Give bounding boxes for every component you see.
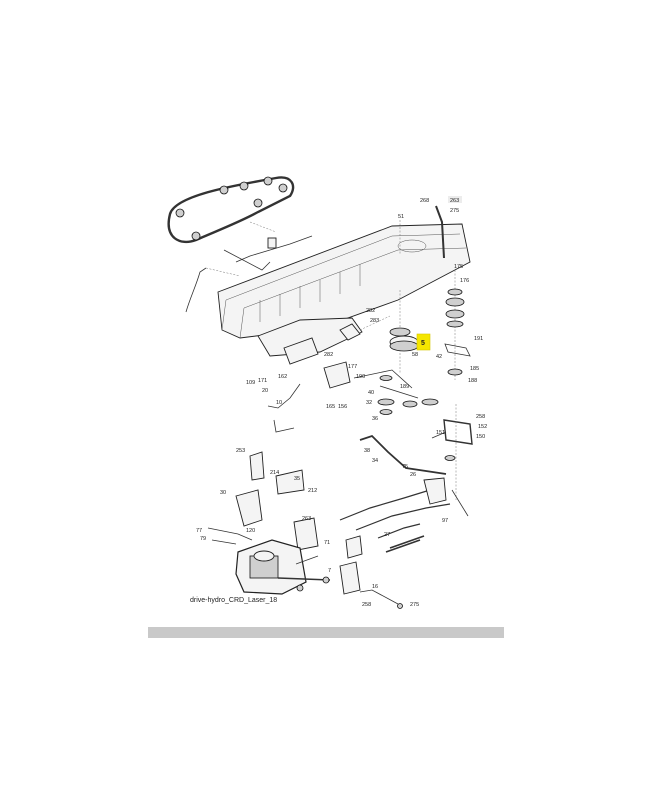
- shift-lever: [399, 205, 445, 259]
- hydro-transaxle: [235, 539, 331, 595]
- callout: 34: [372, 458, 378, 464]
- callout: 75: [402, 464, 408, 470]
- mower-frame: [217, 223, 471, 357]
- callout: 120: [246, 528, 255, 534]
- callout: 275: [410, 602, 419, 608]
- callout: 40: [368, 390, 374, 396]
- callout: 191: [474, 336, 483, 342]
- callout: 177: [348, 364, 357, 370]
- highlight-label: 5: [421, 340, 425, 347]
- callout: 258: [362, 602, 371, 608]
- drive-belt: [167, 176, 295, 244]
- middle-assembly: [267, 315, 419, 433]
- callout: 283: [370, 318, 379, 324]
- callout: 176: [460, 278, 469, 284]
- callout: 175: [454, 264, 463, 270]
- callout: 188: [468, 378, 477, 384]
- callout: 275: [450, 208, 459, 214]
- callout: 258: [476, 414, 485, 420]
- center-pulley-stack: [377, 290, 439, 415]
- callout: 150: [476, 434, 485, 440]
- callout: 7: [328, 568, 331, 574]
- callout: 214: [270, 470, 279, 476]
- pivot-arm-right: [431, 404, 473, 500]
- callout: 20: [262, 388, 268, 394]
- callout: 51: [398, 214, 404, 220]
- callout: 190: [356, 374, 365, 380]
- callout: 79: [200, 536, 206, 542]
- callout: 263: [302, 516, 311, 522]
- callout: 97: [442, 518, 448, 524]
- footer-bar: [148, 627, 504, 638]
- callout: 268: [420, 198, 429, 204]
- callout: 152: [478, 424, 487, 430]
- callout: 282: [366, 308, 375, 314]
- left-linkages: [185, 221, 313, 313]
- callout: 156: [338, 404, 347, 410]
- callout: 10: [276, 400, 282, 406]
- callout: 253: [236, 448, 245, 454]
- callout: 171: [258, 378, 267, 384]
- callout: 32: [366, 400, 372, 406]
- callout: 77: [196, 528, 202, 534]
- callout: 263: [450, 198, 459, 204]
- callout: 26: [410, 472, 416, 478]
- callout: 185: [470, 366, 479, 372]
- callout: 36: [372, 416, 378, 422]
- callout: 162: [278, 374, 287, 380]
- callout: 38: [364, 448, 370, 454]
- callout: 71: [324, 540, 330, 546]
- callout: 109: [246, 380, 255, 386]
- callout-labels: 268 263 275 51 282 283 58 191 42 185 188…: [196, 196, 487, 608]
- bottom-bracket: [339, 535, 403, 609]
- callout: 42: [436, 354, 442, 360]
- callout: 189: [400, 384, 409, 390]
- lower-left-brackets: [207, 451, 319, 551]
- callout: 58: [412, 352, 418, 358]
- callout: 212: [308, 488, 317, 494]
- control-rods: [339, 434, 469, 553]
- idler-stack-right: [444, 270, 471, 380]
- callout: 282: [324, 352, 333, 358]
- callout: 16: [372, 584, 378, 590]
- callout: 27: [384, 532, 390, 538]
- callout: 165: [326, 404, 335, 410]
- callout: 35: [294, 476, 300, 482]
- highlight-box[interactable]: [416, 333, 431, 351]
- callout: 30: [220, 490, 226, 496]
- diagram-caption: drive-hydro_CRD_Laser_18: [190, 597, 278, 604]
- callout: 151: [436, 430, 445, 436]
